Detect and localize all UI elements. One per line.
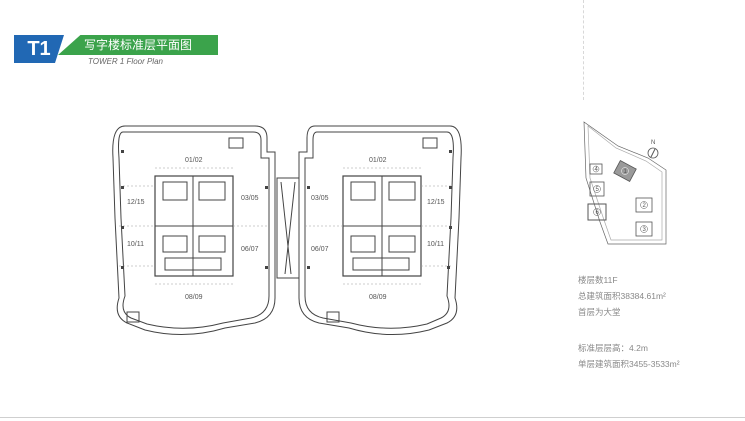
right-wing-outline (298, 125, 462, 335)
site-boundary (583, 121, 667, 245)
unit-label: 10/11 (427, 241, 444, 248)
connector (276, 177, 300, 279)
unit-label: 01/02 (369, 157, 387, 164)
stat-floors: 楼层数11F (578, 275, 618, 285)
stat-total-area: 总建筑面积38384.61m² (578, 291, 666, 301)
unit-label: 06/07 (241, 246, 259, 253)
site-plan: N 1 2 3 4 5 6 (583, 121, 667, 245)
building-label: 1 (624, 169, 628, 175)
building-6 (587, 203, 607, 221)
unit-label: 06/07 (311, 246, 329, 253)
building-2 (635, 197, 653, 213)
unit-label: 03/05 (311, 195, 329, 202)
building-stats: 楼层数11F 总建筑面积38384.61m² 首层为大堂 标准层层高：4.2m … (578, 272, 680, 372)
building-3 (635, 221, 653, 237)
page-title: 写字楼标准层平面图 (58, 35, 218, 55)
left-wing-outline (112, 125, 276, 335)
building-label: 2 (643, 203, 647, 209)
unit-label: 08/09 (185, 294, 203, 301)
unit-label: 03/05 (241, 195, 259, 202)
tower-badge: T1 (14, 35, 64, 63)
divider (583, 0, 584, 100)
building-label: 6 (596, 210, 600, 216)
unit-label: 08/09 (369, 294, 387, 301)
stat-floor-height: 标准层层高：4.2m (578, 343, 648, 353)
building-4 (589, 163, 603, 175)
building-label: 5 (596, 187, 600, 193)
floor-plan: 01/02 12/15 10/11 03/05 06/07 08/09 01/0… (112, 125, 462, 335)
building-1 (613, 160, 637, 182)
unit-label: 10/11 (127, 241, 144, 248)
stat-ground-floor: 首层为大堂 (578, 307, 621, 317)
unit-label: 12/15 (427, 199, 445, 206)
compass: N (647, 140, 659, 159)
stat-single-floor-area: 单层建筑面积3455-3533m² (578, 359, 680, 369)
unit-label: 01/02 (185, 157, 203, 164)
svg-text:N: N (651, 140, 655, 146)
bottom-rule (0, 417, 745, 418)
page-subtitle: TOWER 1 Floor Plan (88, 57, 163, 66)
building-label: 4 (595, 167, 599, 173)
building-label: 3 (643, 227, 647, 233)
building-5 (589, 181, 605, 197)
unit-label: 12/15 (127, 199, 145, 206)
